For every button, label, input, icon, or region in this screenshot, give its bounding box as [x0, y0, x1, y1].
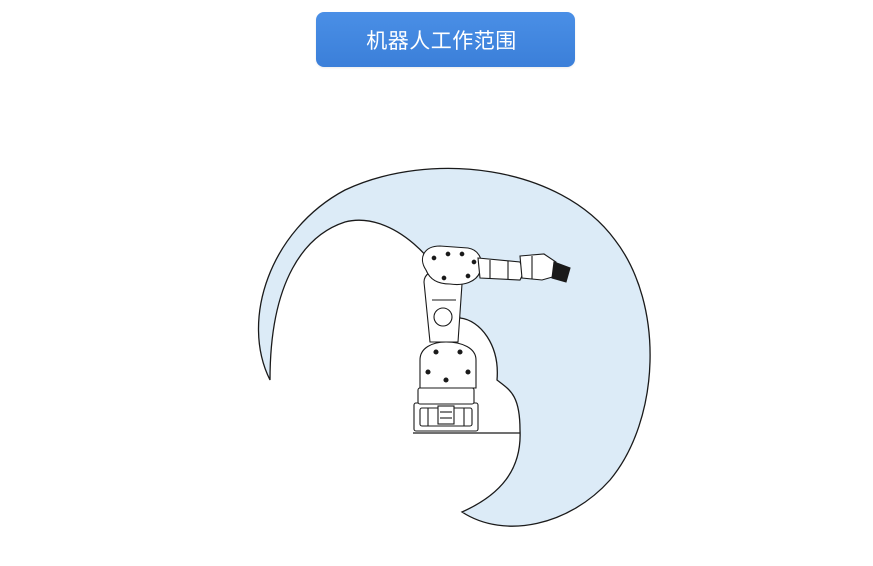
robot-forearm — [477, 257, 525, 281]
page-title: 机器人工作范围 — [366, 28, 517, 53]
title-banner: 机器人工作范围 — [316, 12, 575, 67]
work-envelope-area — [257, 167, 651, 527]
robot-wrist — [519, 253, 571, 283]
